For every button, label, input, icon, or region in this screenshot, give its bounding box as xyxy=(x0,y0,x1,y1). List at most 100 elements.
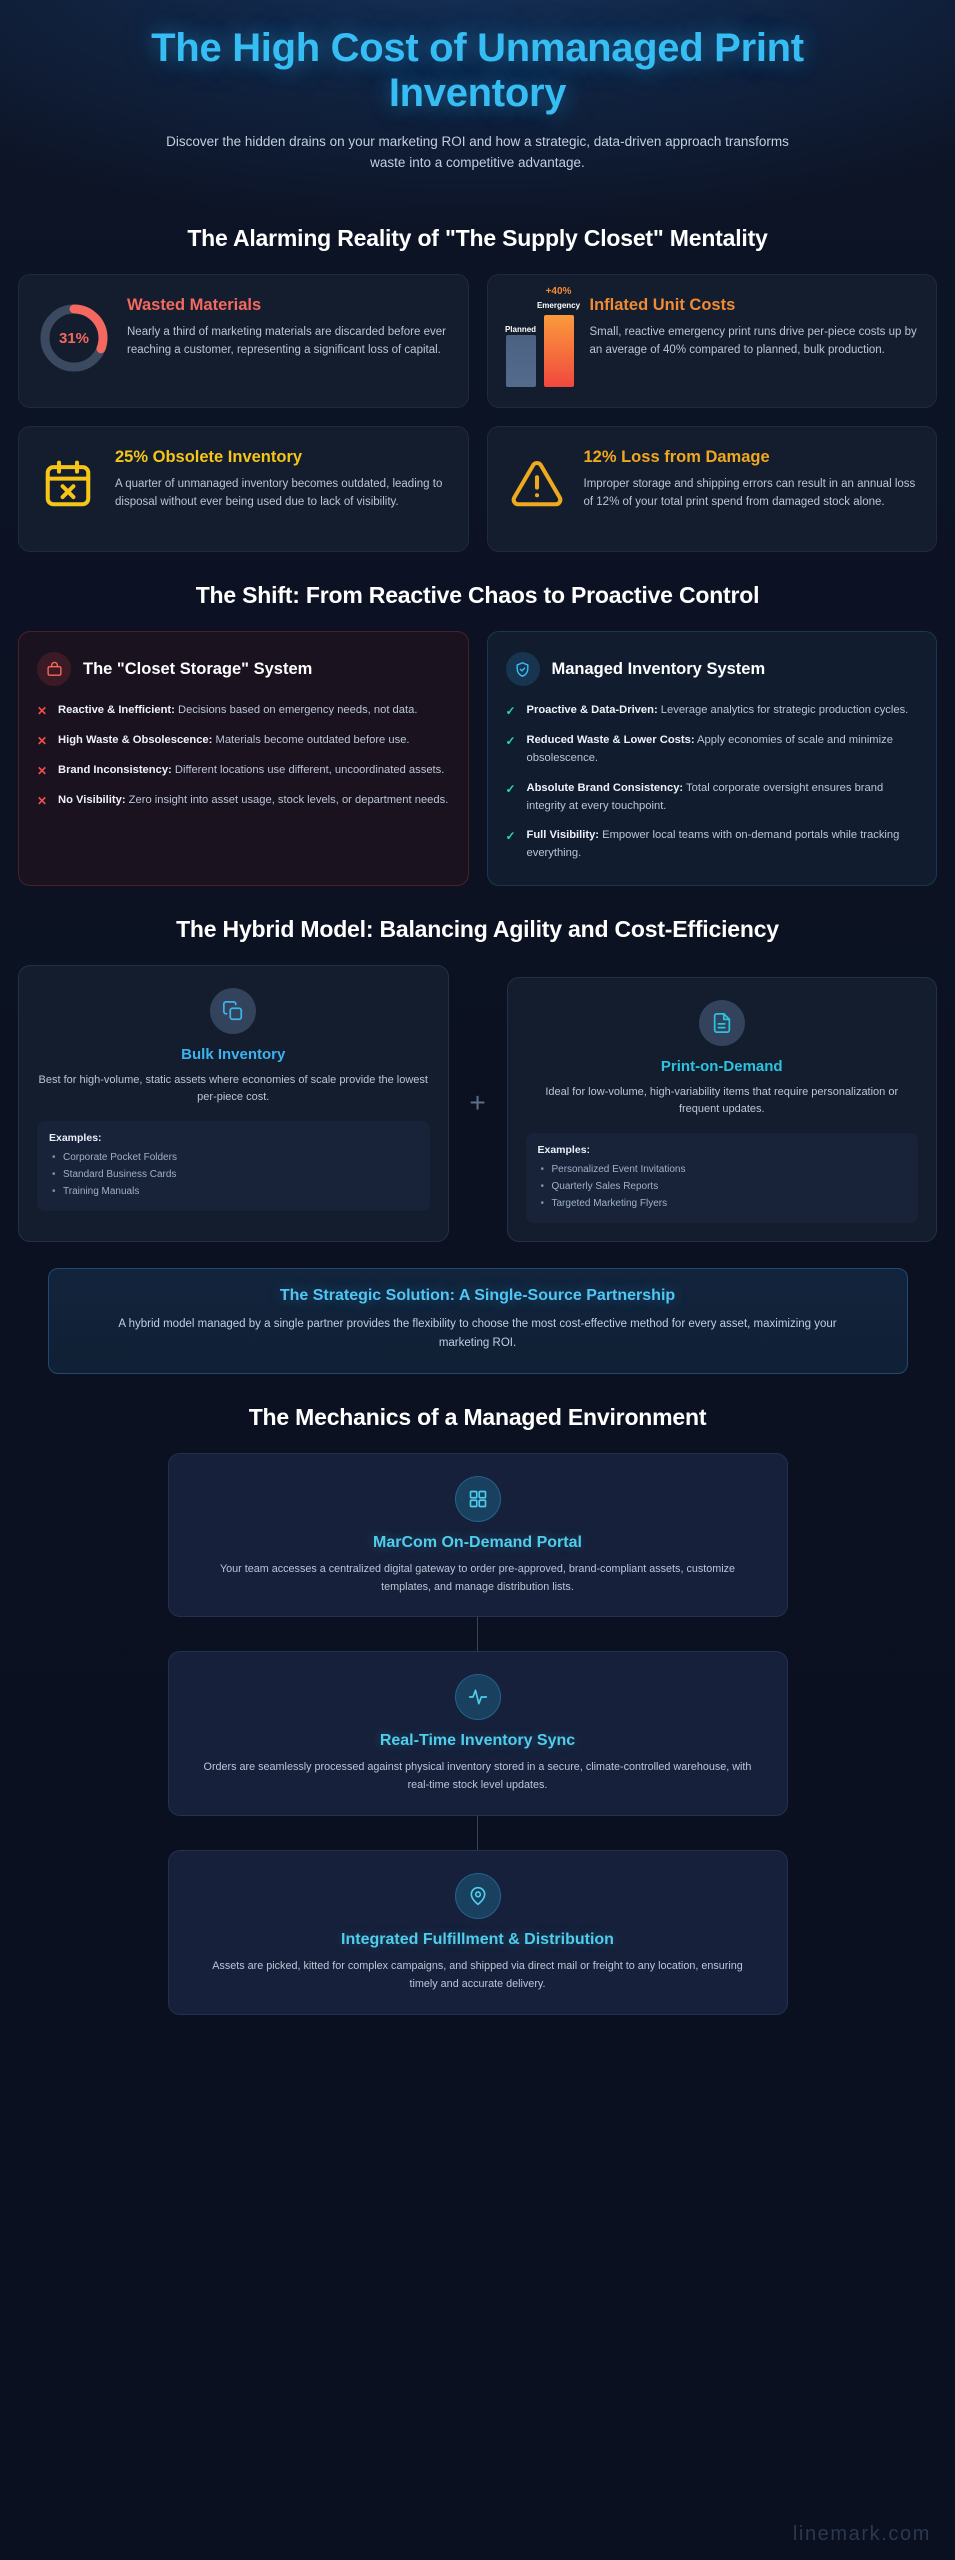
mechanics-steps: MarCom On-Demand Portal Your team access… xyxy=(18,1452,937,2015)
check-icon: ✓ xyxy=(505,781,516,796)
stat-card-obsolete-inventory: 25% Obsolete Inventory A quarter of unma… xyxy=(18,426,469,553)
check-icon: ✓ xyxy=(505,829,516,844)
stat-card-loss-from-damage: 12% Loss from Damage Improper storage an… xyxy=(486,426,937,553)
bar-emergency-label: Emergency xyxy=(536,301,581,311)
list-item: Quarterly Sales Reports xyxy=(538,1178,907,1195)
document-icon xyxy=(698,999,745,1046)
list-item: Targeted Marketing Flyers xyxy=(538,1195,907,1212)
item-label: Reactive & Inefficient: xyxy=(58,704,175,717)
stat-card-inflated-unit-costs: Planned +40% Emergency Inflated Unit Cos… xyxy=(486,274,937,409)
section-heading-mechanics: The Mechanics of a Managed Environment xyxy=(248,1403,707,1430)
bar-delta-label: +40% xyxy=(545,286,572,298)
step-card-fulfillment: Integrated Fulfillment & Distribution As… xyxy=(167,1849,788,2015)
item-text: Decisions based on emergency needs, not … xyxy=(174,704,418,717)
cross-icon: ✕ xyxy=(37,734,48,749)
donut-value-label: 31% xyxy=(58,329,90,347)
hybrid-card-description: Best for high-volume, static assets wher… xyxy=(38,1073,428,1104)
comparison-card-closet-storage: The "Closet Storage" System ✕ Reactive & … xyxy=(18,631,469,886)
step-description: Assets are picked, kitted for complex ca… xyxy=(212,1959,743,1990)
list-item: Training Manuals xyxy=(49,1183,418,1200)
cross-icon: ✕ xyxy=(37,794,48,809)
hybrid-card-print-on-demand: Print-on-Demand Ideal for low-volume, hi… xyxy=(506,976,937,1242)
stat-title: Inflated Unit Costs xyxy=(589,296,736,315)
watermark: linemark.com xyxy=(792,2523,931,2545)
plus-separator-icon: + xyxy=(469,1087,486,1119)
step-connector xyxy=(477,1617,478,1652)
activity-pulse-icon xyxy=(454,1674,501,1721)
map-pin-icon xyxy=(454,1872,501,1919)
item-label: Reduced Waste & Lower Costs: xyxy=(526,734,695,747)
list-item: ✓ Proactive & Data-Driven: Leverage analy… xyxy=(506,702,919,720)
hybrid-card-title: Print-on-Demand xyxy=(660,1057,783,1075)
step-card-marcom-portal: MarCom On-Demand Portal Your team access… xyxy=(167,1452,788,1618)
list-item: ✕ Reactive & Inefficient: Decisions based… xyxy=(37,702,450,720)
stat-title: Wasted Materials xyxy=(127,296,262,315)
list-item: ✕ Brand Inconsistency: Different location… xyxy=(37,762,450,780)
comparison-card-title: The "Closet Storage" System xyxy=(83,659,313,678)
item-label: Full Visibility: xyxy=(526,829,600,842)
stat-description: A quarter of unmanaged inventory becomes… xyxy=(115,477,443,509)
strategic-solution-banner: The Strategic Solution: A Single-Source … xyxy=(47,1267,908,1374)
stat-description: Nearly a third of marketing materials ar… xyxy=(127,325,446,357)
page-subtitle: Discover the hidden drains on your marke… xyxy=(166,133,789,170)
copy-icon xyxy=(210,987,257,1034)
alert-triangle-icon xyxy=(506,453,568,515)
section-heading-reality: The Alarming Reality of "The Supply Clos… xyxy=(187,225,768,252)
step-description: Orders are seamlessly processed against … xyxy=(203,1761,752,1792)
check-icon: ✓ xyxy=(505,704,516,719)
cross-icon: ✕ xyxy=(37,704,48,719)
cross-icon: ✕ xyxy=(37,764,48,779)
shield-check-icon xyxy=(505,652,540,687)
solution-title: The Strategic Solution: A Single-Source … xyxy=(279,1286,676,1304)
stat-card-grid: 31% Wasted Materials Nearly a third of m… xyxy=(18,274,937,553)
item-text: Materials become outdated before use. xyxy=(212,734,410,747)
hybrid-model-row: Bulk Inventory Best for high-volume, sta… xyxy=(18,964,937,1242)
item-label: High Waste & Obsolescence: xyxy=(58,734,213,747)
examples-label: Examples: xyxy=(49,1131,102,1144)
donut-chart-icon: 31% xyxy=(37,295,111,375)
step-title: Integrated Fulfillment & Distribution xyxy=(341,1930,614,1948)
item-label: Absolute Brand Consistency: xyxy=(526,781,684,794)
comparison-grid: The "Closet Storage" System ✕ Reactive & … xyxy=(18,631,937,886)
page-title: The High Cost of Unmanaged Print Invento… xyxy=(151,26,804,115)
list-item: ✕ No Visibility: Zero insight into asset … xyxy=(37,792,450,810)
comparison-card-title: Managed Inventory System xyxy=(551,659,766,678)
item-text: Leverage analytics for strategic product… xyxy=(657,704,909,717)
step-connector xyxy=(477,1815,478,1850)
box-icon xyxy=(37,652,71,687)
hero-section: The High Cost of Unmanaged Print Invento… xyxy=(18,0,937,195)
item-label: No Visibility: xyxy=(58,794,126,807)
grid-icon xyxy=(454,1475,501,1522)
step-title: Real-Time Inventory Sync xyxy=(379,1732,576,1750)
calendar-x-icon xyxy=(37,453,99,515)
item-text: Empower local teams with on-demand porta… xyxy=(526,829,900,859)
item-text: Different locations use different, uncoo… xyxy=(171,764,445,777)
stat-title: 12% Loss from Damage xyxy=(583,448,770,467)
list-item: Corporate Pocket Folders xyxy=(49,1149,418,1166)
hybrid-card-bulk-inventory: Bulk Inventory Best for high-volume, sta… xyxy=(18,964,449,1242)
bar-planned: Planned xyxy=(505,315,536,388)
item-text: Total corporate oversight ensures brand … xyxy=(526,781,884,812)
step-title: MarCom On-Demand Portal xyxy=(373,1533,582,1551)
comparison-card-managed-inventory: Managed Inventory System ✓ Proactive & Da… xyxy=(486,631,937,886)
item-label: Proactive & Data-Driven: xyxy=(526,704,658,717)
stat-description: Improper storage and shipping errors can… xyxy=(583,477,916,509)
section-heading-shift: The Shift: From Reactive Chaos to Proact… xyxy=(195,582,760,609)
check-icon: ✓ xyxy=(505,734,516,749)
list-item: Standard Business Cards xyxy=(49,1166,418,1183)
hybrid-card-description: Ideal for low-volume, high-variability i… xyxy=(545,1085,899,1116)
section-heading-hybrid: The Hybrid Model: Balancing Agility and … xyxy=(176,915,779,942)
list-item: ✓ Reduced Waste & Lower Costs: Apply econ… xyxy=(506,732,919,767)
list-item: ✓ Full Visibility: Empower local teams wi… xyxy=(506,827,919,862)
list-item: ✕ High Waste & Obsolescence: Materials be… xyxy=(37,732,450,750)
examples-box: Examples: Corporate Pocket Folders Stand… xyxy=(37,1120,430,1211)
list-item: Personalized Event Invitations xyxy=(538,1161,907,1178)
list-item: ✓ Absolute Brand Consistency: Total corpo… xyxy=(506,780,919,815)
item-text: Apply economies of scale and minimize ob… xyxy=(526,734,893,765)
item-label: Brand Inconsistency: xyxy=(58,764,172,777)
stat-description: Small, reactive emergency print runs dri… xyxy=(589,325,917,357)
examples-box: Examples: Personalized Event Invitations… xyxy=(525,1132,918,1223)
step-card-inventory-sync: Real-Time Inventory Sync Orders are seam… xyxy=(167,1651,788,1816)
item-text: Zero insight into asset usage, stock lev… xyxy=(125,794,449,807)
examples-label: Examples: xyxy=(537,1143,591,1156)
